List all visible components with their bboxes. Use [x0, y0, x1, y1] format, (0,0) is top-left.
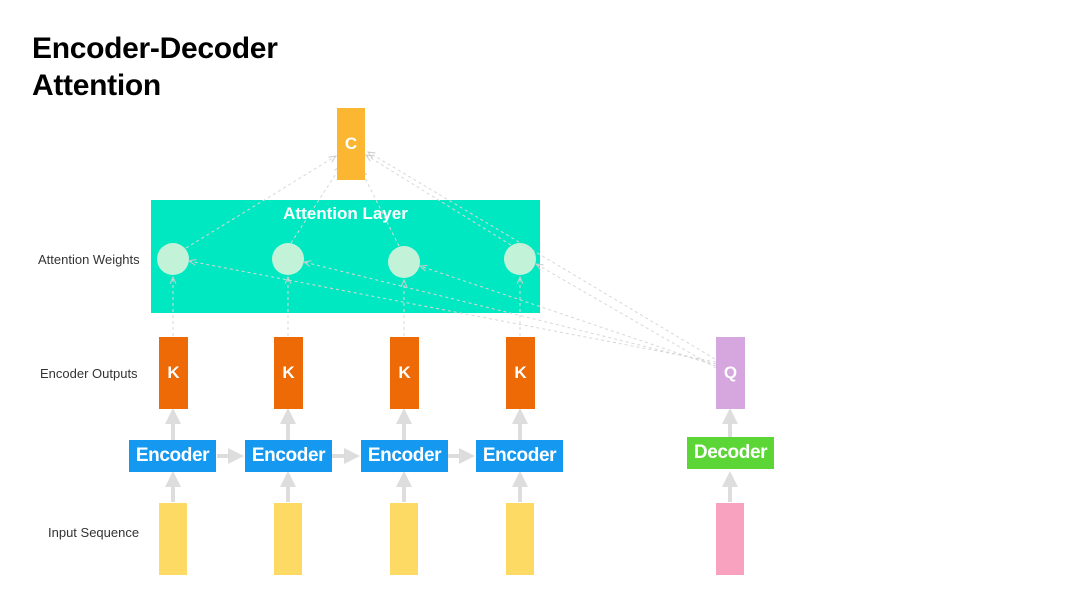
encoder-label-1: Encoder [135, 445, 210, 466]
key-3: K [390, 337, 419, 409]
attention-weight-3 [388, 246, 420, 278]
attention-weight-1 [157, 243, 189, 275]
encoder-label-3: Encoder [367, 445, 442, 466]
input-token-3 [390, 503, 418, 575]
key-label-4: K [514, 363, 527, 382]
decoder-label: Decoder [693, 442, 768, 463]
encoder-3: Encoder [361, 440, 448, 472]
key-label-2: K [282, 363, 295, 382]
attention-layer: Attention Layer [151, 200, 540, 313]
decoder-input-token [716, 503, 744, 575]
slide-title: Encoder-Decoder Attention [32, 30, 278, 104]
encoder-label-4: Encoder [482, 445, 557, 466]
key-label-1: K [167, 363, 180, 382]
input-sequence-label: Input Sequence [48, 525, 140, 540]
key-4: K [506, 337, 535, 409]
key-label-3: K [398, 363, 411, 382]
query: Q [716, 337, 745, 409]
key-2: K [274, 337, 303, 409]
key-1: K [159, 337, 188, 409]
input-token-4 [506, 503, 534, 575]
attention-layer-label: Attention Layer [283, 204, 408, 223]
context-vector: C [337, 108, 365, 180]
encoder-outputs-label: Encoder Outputs [40, 366, 138, 381]
decoder: Decoder [687, 437, 774, 469]
input-token-2 [274, 503, 302, 575]
context-label: C [344, 134, 358, 153]
input-token-1 [159, 503, 187, 575]
attention-weight-2 [272, 243, 304, 275]
title-line-2: Attention [32, 69, 161, 102]
attention-weight-4 [504, 243, 536, 275]
encoder-2: Encoder [245, 440, 332, 472]
title-line-1: Encoder-Decoder [32, 32, 278, 65]
encoder-1: Encoder [129, 440, 216, 472]
attention-weights-label: Attention Weights [38, 252, 140, 267]
encoder-4: Encoder [476, 440, 563, 472]
encoder-label-2: Encoder [251, 445, 326, 466]
query-label: Q [723, 363, 738, 382]
